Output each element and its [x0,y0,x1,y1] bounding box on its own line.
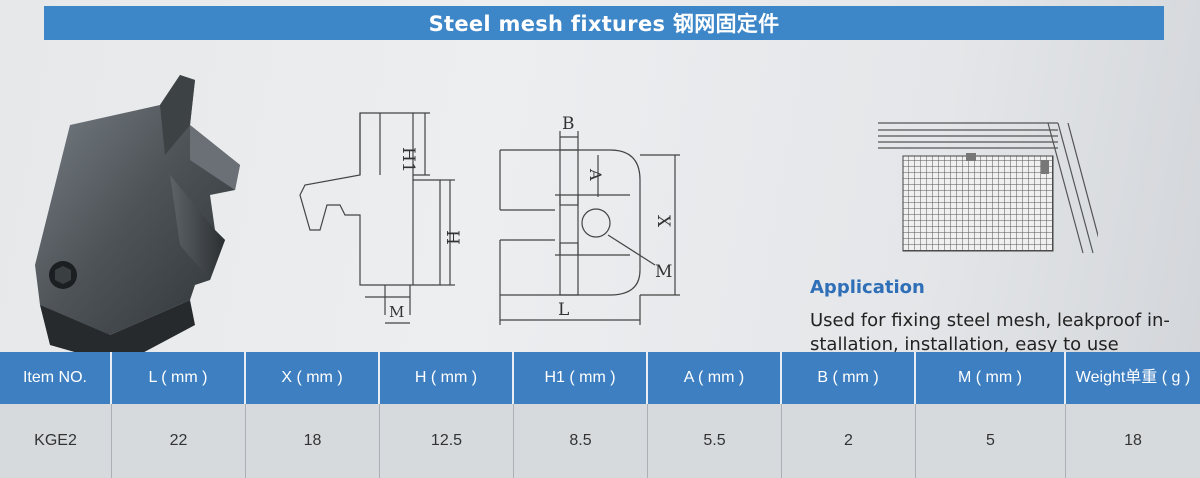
application-illustration [878,122,1098,254]
page-title: Steel mesh fixtures 钢网固定件 [44,6,1164,40]
header-x: X ( mm ) [246,352,380,404]
cell-h: 12.5 [380,404,514,478]
page-title-text: Steel mesh fixtures 钢网固定件 [428,12,780,36]
header-b: B ( mm ) [782,352,916,404]
header-item-no: Item NO. [0,352,112,404]
cell-m: 5 [916,404,1066,478]
side-view-drawing: H1 H M [299,112,462,324]
label-x: X [653,215,673,228]
cell-h1: 8.5 [514,404,648,478]
top-view-drawing: B A X M L [499,115,680,325]
label-h1: H1 [398,147,418,173]
header-h: H ( mm ) [380,352,514,404]
spec-table-header: Item NO. L ( mm ) X ( mm ) H ( mm ) H1 (… [0,352,1200,404]
spec-table: Item NO. L ( mm ) X ( mm ) H ( mm ) H1 (… [0,352,1200,478]
cell-l: 22 [112,404,246,478]
table-row: KGE2 22 18 12.5 8.5 5.5 2 5 18 [0,404,1200,478]
application-description: Used for fixing steel mesh, leakproof in… [810,310,1170,355]
label-b: B [562,115,575,134]
application-title: Application [810,277,925,298]
label-h: H [442,230,462,245]
cell-weight: 18 [1124,432,1142,449]
label-m-side: M [389,303,404,321]
header-l: L ( mm ) [112,352,246,404]
cell-a: 5.5 [648,404,782,478]
product-photo [35,75,240,365]
cell-x: 18 [246,404,380,478]
label-l: L [558,300,569,320]
cell-b: 2 [782,404,916,478]
header-m: M ( mm ) [916,352,1066,404]
label-a: A [586,168,605,181]
cell-item-no: KGE2 [0,404,112,478]
header-a: A ( mm ) [648,352,782,404]
header-h1: H1 ( mm ) [514,352,648,404]
header-weight: Weight单重 ( g ) [1075,369,1191,386]
label-m-top: M [655,262,672,282]
